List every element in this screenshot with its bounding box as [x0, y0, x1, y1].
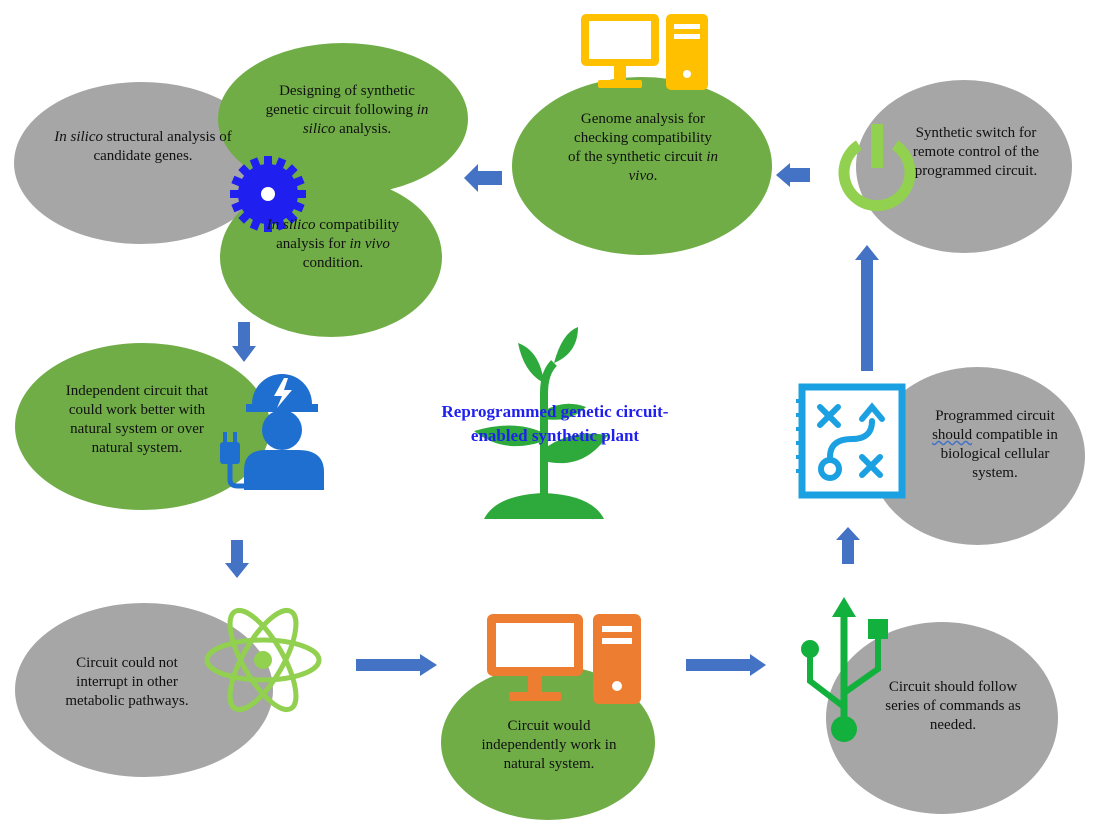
node-commands [826, 622, 1058, 814]
computer-icon [581, 14, 708, 90]
diagram-title: Reprogrammed genetic circuit-enabled syn… [441, 402, 669, 445]
arrow-right-1 [356, 654, 437, 676]
arrow-left-2 [776, 163, 810, 187]
label-commands: Circuit should follow series of commands… [885, 679, 1021, 733]
node-genome-analysis [512, 77, 772, 255]
atom-icon [204, 607, 322, 713]
arrow-down-1 [232, 322, 256, 362]
gear-icon [230, 156, 306, 232]
arrow-left-1 [464, 164, 502, 192]
label-independent-circuit: Independent circuit that could work bett… [65, 383, 209, 456]
arrow-down-2 [225, 540, 249, 578]
node-independent-circuit [15, 343, 270, 510]
computer-icon [487, 614, 641, 704]
power-icon [838, 124, 916, 212]
label-not-interrupt: Circuit could not interrupt in other met… [65, 655, 189, 709]
arrow-right-2 [686, 654, 766, 676]
label-compatibility: In silico compatibility analysis for in … [266, 217, 400, 271]
usb-icon [801, 597, 888, 742]
label-synthetic-switch: Synthetic switch for remote control of t… [912, 125, 1040, 179]
node-synthetic-switch [856, 80, 1072, 253]
label-programmed-circuit: Programmed circuit should compatible in … [932, 408, 1058, 481]
label-genome-analysis: Genome analysis for checking compatibili… [568, 111, 718, 184]
plant-icon [474, 327, 608, 519]
strategy-icon [796, 383, 906, 499]
node-programmed-circuit [870, 367, 1085, 545]
arrow-up-1 [855, 245, 879, 371]
arrow-up-2 [836, 527, 860, 564]
label-independently-work: Circuit would independently work in natu… [481, 718, 617, 772]
engineer-icon [220, 374, 324, 490]
label-structural-analysis: In silico structural analysis of candida… [54, 129, 232, 164]
label-designing: Designing of synthetic genetic circuit f… [265, 83, 429, 137]
